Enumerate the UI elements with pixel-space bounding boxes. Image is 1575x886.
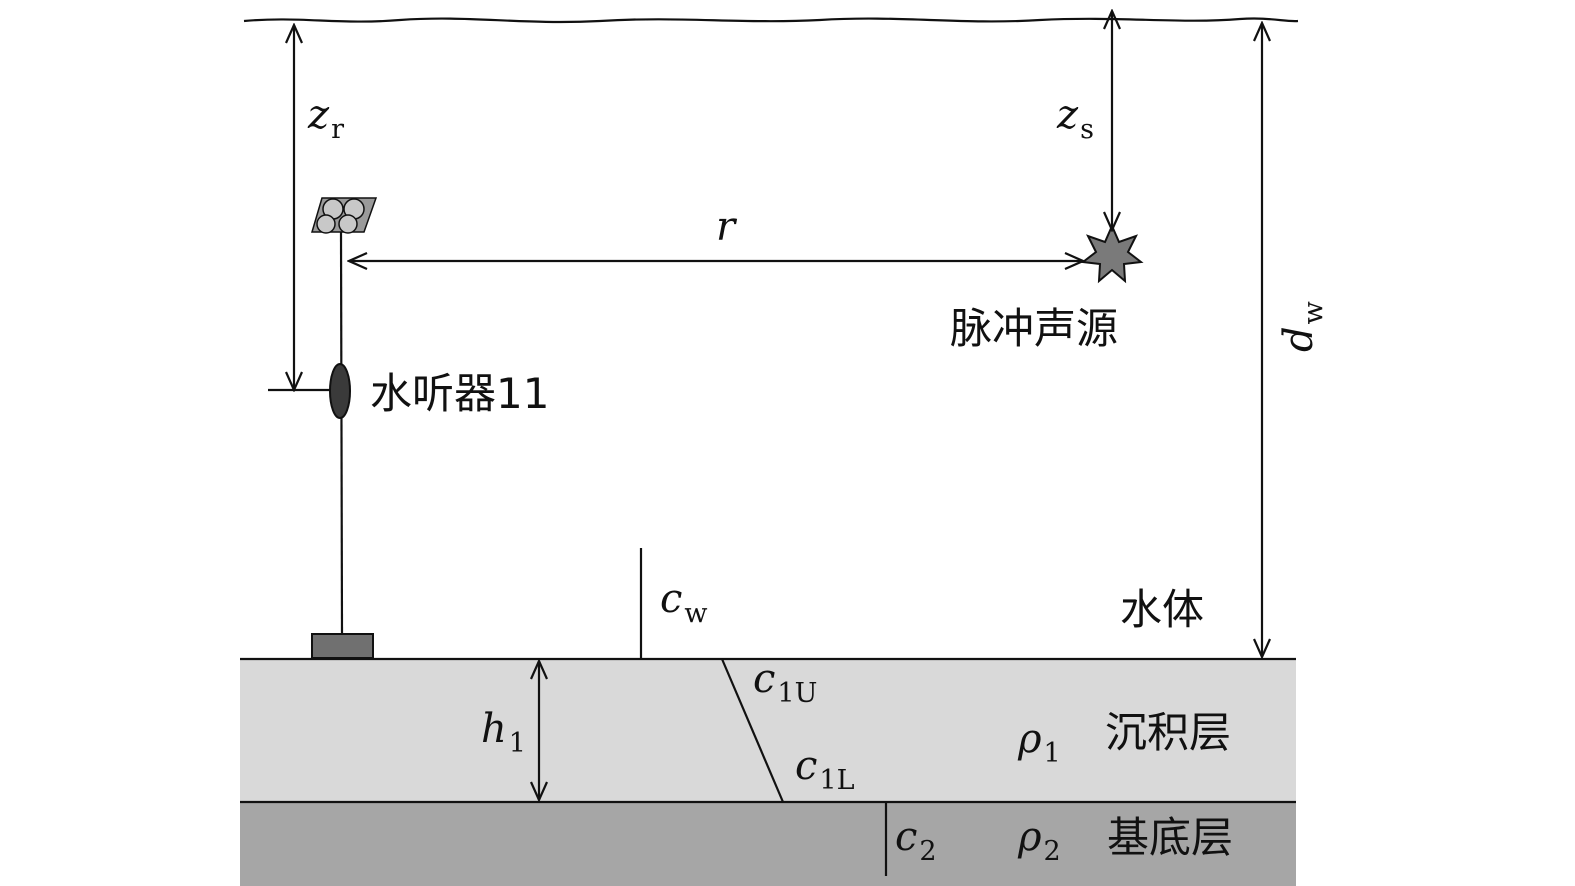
- float-buoy-icon: [310, 197, 378, 234]
- hydrophone-icon: [329, 363, 351, 419]
- label-cw: cw: [660, 576, 708, 629]
- star-icon: [1080, 223, 1144, 284]
- label-source: 脉冲声源: [950, 304, 1118, 353]
- label-rho1: ρ1: [1017, 716, 1061, 769]
- sediment-layer: [240, 659, 1296, 802]
- label-c1u: c1U: [753, 656, 817, 709]
- label-hydrophone: 水听器11: [370, 369, 549, 418]
- label-water: 水体: [1120, 585, 1204, 634]
- label-range: r: [716, 204, 738, 250]
- label-c2: c2: [895, 814, 937, 867]
- label-sediment: 沉积层: [1105, 708, 1231, 757]
- label-c1l: c1L: [795, 743, 855, 796]
- label-dw: dw: [1276, 301, 1329, 352]
- anchor-block-icon: [311, 633, 374, 659]
- c1-profile-line: [720, 658, 785, 803]
- label-basement: 基底层: [1107, 813, 1233, 862]
- mooring-line: [339, 231, 344, 635]
- label-zr: zr: [307, 92, 344, 145]
- label-rho2: ρ2: [1017, 814, 1061, 867]
- basement-layer: [240, 802, 1296, 886]
- sea-surface: [243, 17, 1299, 24]
- label-zs: zs: [1056, 92, 1094, 145]
- label-h1: h1: [481, 706, 526, 759]
